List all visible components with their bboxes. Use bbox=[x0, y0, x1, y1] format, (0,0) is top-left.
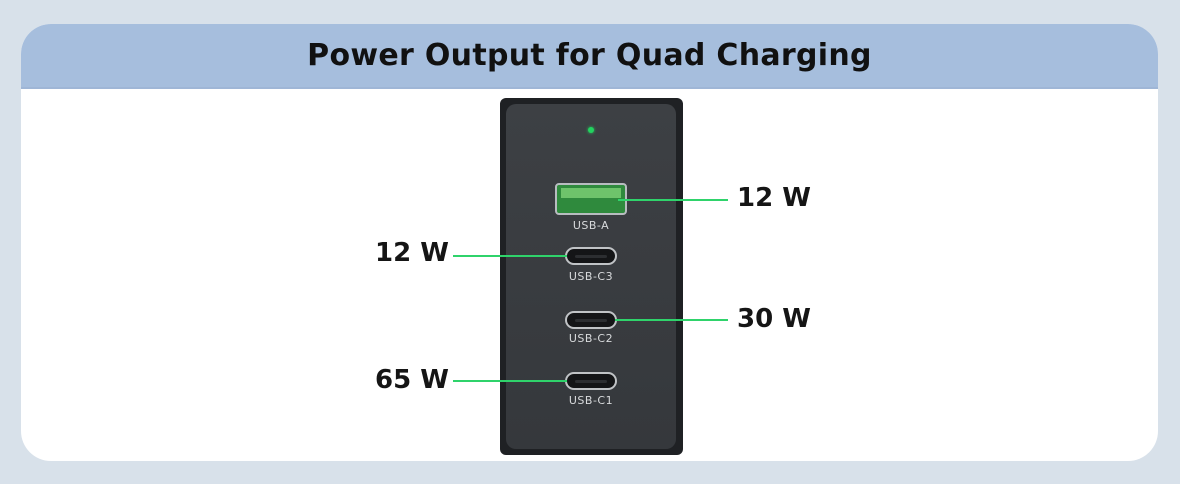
charger-face-panel bbox=[506, 104, 676, 449]
usb-c2-port-icon bbox=[565, 311, 617, 329]
connector-line-usb-c1 bbox=[453, 380, 567, 382]
power-value-usb-a: 12 W bbox=[737, 183, 811, 213]
connector-line-usb-c2 bbox=[615, 319, 728, 321]
usb-a-port-icon bbox=[555, 183, 627, 215]
usb-c3-port-icon bbox=[565, 247, 617, 265]
header-bar: Power Output for Quad Charging bbox=[21, 24, 1158, 89]
power-value-usb-c2: 30 W bbox=[737, 304, 811, 334]
power-value-usb-c1: 65 W bbox=[375, 365, 449, 395]
port-label-usb-c1: USB-C1 bbox=[568, 394, 614, 407]
status-led-icon bbox=[588, 127, 594, 133]
port-label-usb-c2: USB-C2 bbox=[568, 332, 614, 345]
port-label-usb-a: USB-A bbox=[572, 219, 610, 232]
power-value-usb-c3: 12 W bbox=[375, 238, 449, 268]
connector-line-usb-a bbox=[618, 199, 728, 201]
port-label-usb-c3: USB-C3 bbox=[568, 270, 614, 283]
connector-line-usb-c3 bbox=[453, 255, 567, 257]
page-title: Power Output for Quad Charging bbox=[307, 38, 872, 73]
usb-c1-port-icon bbox=[565, 372, 617, 390]
